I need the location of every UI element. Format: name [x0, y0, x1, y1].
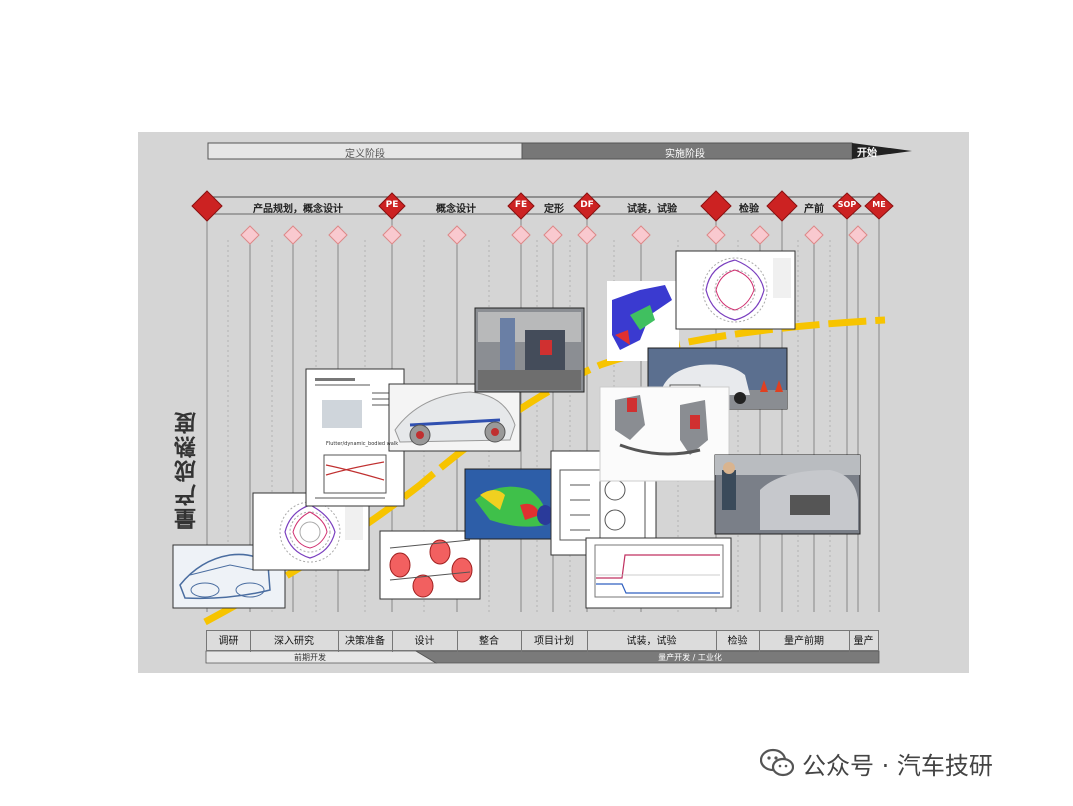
assembly-line-photo — [714, 454, 861, 535]
activity-cell: 决策准备 — [338, 631, 393, 652]
stage-label-trial-test: 试装，试验 — [627, 204, 677, 215]
document-thumbnail — [305, 368, 405, 507]
activity-cell: 量产前期 — [759, 631, 850, 652]
milestone-sop: SOP — [837, 200, 857, 209]
line-graph-thumbnail — [585, 537, 732, 609]
document-heading: Flutter/dynamic_bodied walk — [326, 441, 399, 447]
activity-cell: 试装，试验 — [587, 631, 717, 652]
activity-cell: 量产 — [853, 636, 874, 647]
implementation-phase-label: 实施阶段 — [665, 149, 705, 160]
milestone-fe: FE — [514, 200, 528, 210]
watermark: 公众号 · 汽车技研 — [760, 745, 993, 781]
stage-label-styling: 定形 — [544, 204, 564, 215]
vertical-axis-label: 量产成熟度 — [175, 410, 200, 530]
milestone-me: ME — [872, 200, 886, 209]
wechat-icon — [760, 748, 794, 777]
stage-label-preproduction: 产前 — [804, 204, 824, 215]
bottom-phase-bar — [205, 650, 880, 664]
activity-cell: 设计 — [392, 631, 458, 652]
start-label: 开始 — [857, 148, 877, 159]
wheel-cad-thumbnail — [379, 530, 481, 600]
car-render-thumbnail — [388, 383, 521, 452]
stage-label-inspection: 检验 — [739, 204, 759, 215]
activity-cell: 调研 — [207, 631, 251, 652]
activity-cell: 整合 — [457, 631, 522, 652]
bottom-activity-row: 调研 深入研究 决策准备 设计 整合 项目计划 试装，试验 检验 量产前期 量产 — [206, 630, 879, 652]
maturity-curve — [203, 316, 886, 626]
milestone-pe: PE — [385, 200, 399, 210]
sketch-thumbnail — [172, 544, 286, 609]
definition-phase-label: 定义阶段 — [345, 149, 385, 160]
milestone-df: DF — [580, 200, 594, 210]
polar-chart-thumbnail-2 — [675, 250, 796, 330]
test-rig-photo — [474, 307, 585, 393]
activity-cell: 项目计划 — [521, 631, 588, 652]
activity-cell: 检验 — [716, 631, 760, 652]
gate-diamonds — [240, 225, 868, 245]
stage-label-product-planning: 产品规划，概念设计 — [253, 204, 343, 215]
top-phase-arrow — [207, 142, 912, 160]
stage-label-concept-design: 概念设计 — [436, 204, 476, 215]
phase-label-series-development: 量产开发 / 工业化 — [658, 653, 722, 662]
activity-cell: 深入研究 — [250, 631, 339, 652]
fem-suspension-thumbnail — [464, 468, 561, 540]
phase-label-pre-development: 前期开发 — [294, 653, 326, 662]
watermark-text: 公众号 · 汽车技研 — [802, 751, 993, 780]
milestone-diamonds — [191, 190, 894, 222]
suspension-parts-photo — [599, 386, 730, 482]
